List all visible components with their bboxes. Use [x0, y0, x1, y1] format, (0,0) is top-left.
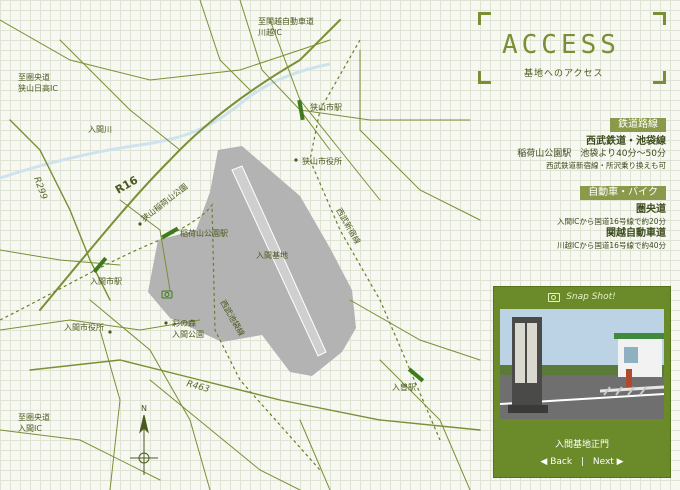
camera-icon[interactable] [161, 290, 173, 299]
rail-heading: 鉄道路線 [610, 118, 666, 132]
label-iruma-cityhall: 入間市役所 [64, 322, 104, 332]
label-r299: R299 [31, 176, 49, 202]
route-16 [39, 19, 341, 311]
car-road1-detail: 入間ICから国道16号線で約20分 [556, 217, 666, 226]
rail-section: 鉄道路線 西武鉄道・池袋線 稲荷山公園駅 池袋より40分〜50分 西武鉄道新宿線… [517, 118, 666, 172]
back-button[interactable]: ◀ Back [540, 457, 573, 467]
label-inariyama-station: 稲荷山公園駅 [180, 228, 228, 238]
label-north: N [141, 404, 147, 413]
iruma-river [0, 62, 331, 180]
car-heading: 自動車・バイク [580, 186, 666, 200]
camera-icon [548, 292, 561, 302]
seibu-shinjuku-line [309, 39, 441, 441]
label-kenodo-iruma-1: 至圏央道 [18, 412, 50, 422]
next-button[interactable]: Next ▶ [592, 457, 624, 467]
snapshot-caption: 入間基地正門 [554, 440, 609, 450]
car-section: 自動車・バイク 圏央道 入間ICから国道16号線で約20分 関越自動車道 川越I… [557, 186, 666, 252]
label-irumashi-station: 入間市駅 [90, 276, 122, 286]
compass-icon [130, 414, 158, 475]
label-seibu-shinjuku: 西武新宿線 [334, 206, 363, 246]
label-kenodo-iruma-2: 入間IC [18, 424, 42, 433]
route-299 [9, 119, 111, 301]
sayama-station-marker[interactable] [297, 99, 305, 121]
label-iriso-station: 入曽駅 [392, 382, 416, 392]
irumashi-station-marker[interactable] [92, 256, 108, 274]
rail-note: 西武鉄道新宿線・所沢乗り換えも可 [546, 161, 666, 170]
rail-route: 稲荷山公園駅 池袋より40分〜50分 [517, 149, 666, 159]
access-header: ACCESS 基地へのアクセス [478, 12, 666, 84]
label-kenodo-sayama-1: 至圏央道 [18, 72, 50, 82]
rail-line: 西武鉄道・池袋線 [586, 136, 666, 147]
label-sainomori-2: 入間公園 [172, 330, 204, 339]
label-sayama-station: 狭山市駅 [310, 102, 342, 112]
route-463 [29, 359, 481, 431]
snapshot-nav: ◀ Back | Next ▶ [540, 457, 624, 467]
label-sayama-cityhall: 狭山市役所 [302, 156, 342, 166]
snapshot-header: Snap Shot! [494, 287, 670, 307]
label-kenodo-sayama-2: 狭山日高IC [18, 83, 58, 93]
label-iruma-base: 入間基地 [256, 250, 288, 260]
gate-photo [500, 309, 664, 419]
inariyama-station-marker[interactable] [161, 226, 179, 240]
iruma-base-area [148, 146, 356, 376]
runway [231, 165, 327, 357]
label-kanetsu-2: 川越IC [258, 27, 282, 37]
car-road2-detail: 川越ICから国道16号線で約40分 [556, 241, 666, 250]
snapshot-panel: Snap Shot! 入間基地正門 ◀ Back | Next ▶ [493, 286, 671, 478]
label-kanetsu-1: 至関越自動車道 [258, 16, 314, 26]
label-iruma-river: 入間川 [88, 125, 112, 134]
car-road1: 圏央道 [636, 204, 666, 215]
page-subtitle: 基地へのアクセス [524, 69, 604, 79]
label-sainomori-1: 彩の森 [172, 318, 196, 328]
label-sayama-inariyama-park: 狭山稲荷山公園 [139, 181, 189, 223]
iriso-station-marker[interactable] [407, 367, 425, 383]
label-r16: R16 [113, 173, 140, 196]
snapshot-heading: Snap Shot! [566, 292, 616, 302]
car-road2: 関越自動車道 [606, 228, 666, 239]
page-title: ACCESS [502, 30, 620, 60]
